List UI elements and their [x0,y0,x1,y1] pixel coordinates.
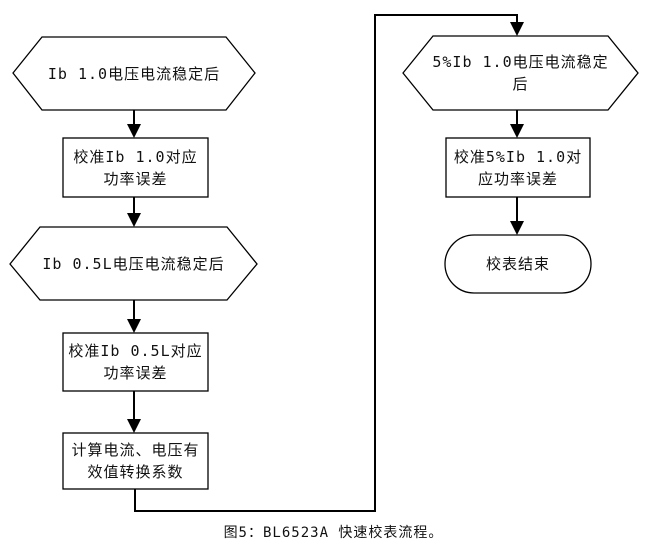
process-calc-rms-coeff [62,432,209,490]
arrowhead-icon [510,124,524,138]
hexagon-5ib10-stable [402,35,639,111]
figure-caption: 图5：BL6523A 快速校表流程。 [223,525,444,541]
loop-connector-line [134,14,518,512]
arrowhead-icon [127,124,141,138]
arrowhead-icon [127,213,141,227]
process-calibrate-ib10 [62,137,209,198]
hexagon-ib10-stable [12,36,256,111]
hexagon-ib05l-stable [9,226,258,301]
process-calibrate-5ib10 [445,137,591,198]
terminator-calibration-end [444,234,592,294]
arrowhead-icon [510,221,524,235]
process-calibrate-ib05l [62,332,209,392]
loop-connector-arrowhead-icon [510,22,524,36]
arrowhead-icon [127,319,141,333]
arrowhead-icon [127,419,141,433]
